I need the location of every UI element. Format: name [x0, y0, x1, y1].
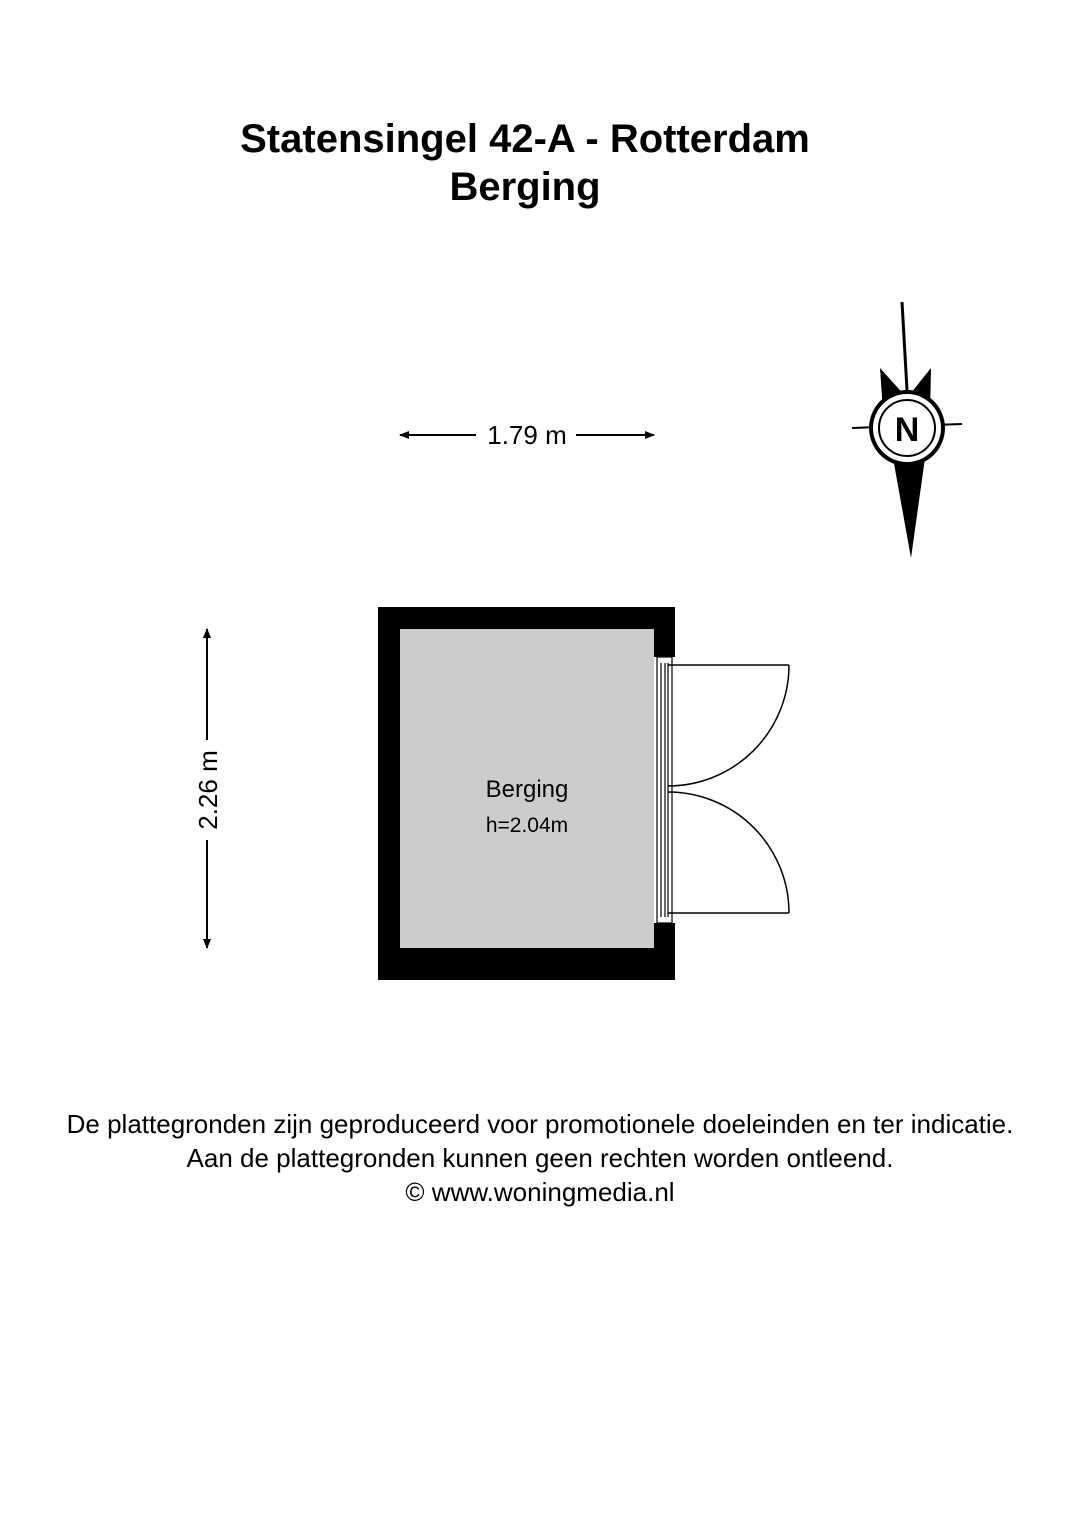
copyright-link[interactable]: © www.woningmedia.nl: [405, 1177, 675, 1207]
compass-north-label: N: [895, 411, 920, 449]
disclaimer-line-2: Aan de plattegronden kunnen geen rechten…: [186, 1143, 894, 1173]
plan-title-address: Statensingel 42-A - Rotterdam: [240, 117, 810, 161]
disclaimer-line-1: De plattegronden zijn geproduceerd voor …: [66, 1109, 1014, 1139]
double-door: [656, 656, 790, 924]
room-name-label: Berging: [486, 776, 569, 803]
north-compass-icon: N: [851, 301, 963, 558]
room-height-label: h=2.04m: [486, 814, 568, 837]
height-dimension-label: 2.26 m: [193, 750, 223, 830]
width-dimension-label: 1.79 m: [487, 420, 567, 450]
room-floor: [400, 629, 654, 948]
height-dimension: 2.26 m: [193, 628, 223, 949]
width-dimension: 1.79 m: [399, 420, 655, 450]
plan-title-floor: Berging: [449, 165, 601, 209]
